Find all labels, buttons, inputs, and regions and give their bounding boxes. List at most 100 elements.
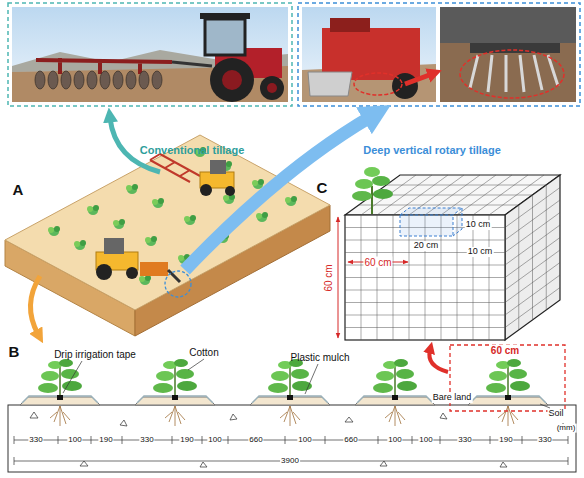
- cross-section: [380, 461, 387, 466]
- rotary-tractor: [140, 262, 168, 276]
- panel-letter: B: [8, 344, 21, 361]
- dimension-label: 100: [418, 436, 433, 445]
- rotary-photo: [470, 55, 558, 92]
- rotary-photo: [440, 7, 576, 43]
- harrow-tractor: [225, 186, 235, 196]
- dimension-label: 660: [343, 436, 358, 445]
- dimension-label: 190: [98, 436, 113, 445]
- cross-section: [80, 461, 88, 466]
- cross-section: [63, 359, 550, 408]
- rotary-photo: [330, 18, 370, 32]
- rotary-photo: [298, 3, 580, 106]
- rotary-tractor: [96, 238, 191, 297]
- conventional-photo: [139, 71, 149, 89]
- field-plants: [184, 215, 196, 225]
- conventional-photo: [35, 71, 45, 89]
- method-label: Conventional tillage: [139, 144, 246, 156]
- conventional-photo: [113, 71, 123, 89]
- callout-label: Drip irrigation tape: [53, 349, 137, 360]
- conventional-photo: [100, 71, 110, 89]
- conventional-photo: [61, 71, 71, 89]
- dimension-label: 190: [498, 436, 513, 445]
- dimension-label: 100: [67, 436, 82, 445]
- field-plants: [48, 226, 60, 236]
- rotary-photo: [440, 7, 576, 102]
- unit-label: (mm): [556, 424, 577, 433]
- field-block: [5, 135, 330, 310]
- field-plants: [48, 147, 297, 285]
- rotary-tractor: [126, 267, 138, 279]
- method-label: Deep vertical rotary tillage: [362, 144, 502, 156]
- cross-section: [373, 359, 417, 426]
- soil-cube: [371, 186, 373, 214]
- rotary-photo: [470, 55, 558, 92]
- rotary-photo: [405, 74, 432, 84]
- conventional-photo: [12, 7, 288, 102]
- conventional-photo: [35, 71, 162, 89]
- cross-section: [153, 359, 197, 426]
- soil-cube: [352, 191, 372, 201]
- soil-cube: [345, 175, 560, 340]
- dimension-label: 330: [457, 436, 472, 445]
- callout-label: Plastic mulch: [290, 352, 351, 363]
- soil-cube: [338, 217, 339, 338]
- cross-section: [440, 413, 447, 419]
- conventional-photo: [210, 58, 254, 102]
- rotary-photo: [298, 3, 580, 106]
- arrows: [30, 276, 40, 334]
- soil-cube: [338, 167, 560, 340]
- cross-section: [30, 412, 567, 467]
- field-plants: [87, 205, 99, 215]
- harrow-tractor: [200, 184, 212, 196]
- dimension-label: 10 cm: [467, 247, 494, 257]
- dimension-label: 60 cm: [323, 263, 334, 292]
- field-plants: [139, 275, 151, 285]
- field-plants: [113, 219, 125, 229]
- rotary-tractor: [96, 264, 112, 280]
- conventional-photo: [267, 83, 277, 93]
- cross-section: [200, 462, 207, 467]
- field-plants: [256, 212, 268, 222]
- conventional-photo: [126, 71, 136, 89]
- rotary-tractor: [165, 271, 191, 297]
- conventional-photo: [8, 3, 292, 106]
- field-plants: [285, 196, 297, 206]
- rotary-photo: [308, 72, 352, 96]
- dimension-label: 60 cm: [490, 345, 520, 356]
- conventional-photo: [260, 76, 284, 100]
- field-block: [5, 135, 330, 336]
- dimension-label: 100: [207, 436, 222, 445]
- panel-letter: C: [316, 180, 329, 197]
- conventional-photo: [8, 3, 292, 106]
- field-plants: [152, 198, 164, 208]
- rotary-tractor: [104, 238, 124, 254]
- cross-section: [14, 457, 568, 465]
- callout-label: Cotton: [188, 347, 219, 358]
- conventional-photo: [172, 62, 212, 66]
- conventional-photo: [222, 70, 242, 90]
- harrow-tractor: [210, 160, 226, 174]
- cross-section: [120, 420, 127, 426]
- harrow-tractor: [150, 154, 200, 182]
- conventional-photo: [205, 19, 245, 55]
- cross-section: [500, 462, 507, 467]
- soil-cube: [364, 167, 380, 177]
- dimension-label: 330: [28, 436, 43, 445]
- dimension-label: 330: [537, 436, 552, 445]
- callout-label: Soil: [547, 409, 564, 419]
- callout-label: Bare land: [432, 393, 473, 403]
- conventional-photo: [48, 71, 58, 89]
- soil-cube: [400, 208, 462, 236]
- dimension-label: 330: [139, 436, 154, 445]
- soil-cube: [355, 179, 373, 189]
- dimension-label: 20 cm: [413, 241, 440, 251]
- dimension-label: 10 cm: [465, 220, 492, 230]
- soil-cube: [373, 189, 393, 199]
- cross-section: [14, 436, 568, 444]
- rotary-photo: [302, 7, 436, 102]
- conventional-photo: [87, 71, 97, 89]
- dimension-label: 60 cm: [363, 257, 392, 268]
- arrows: [185, 116, 372, 270]
